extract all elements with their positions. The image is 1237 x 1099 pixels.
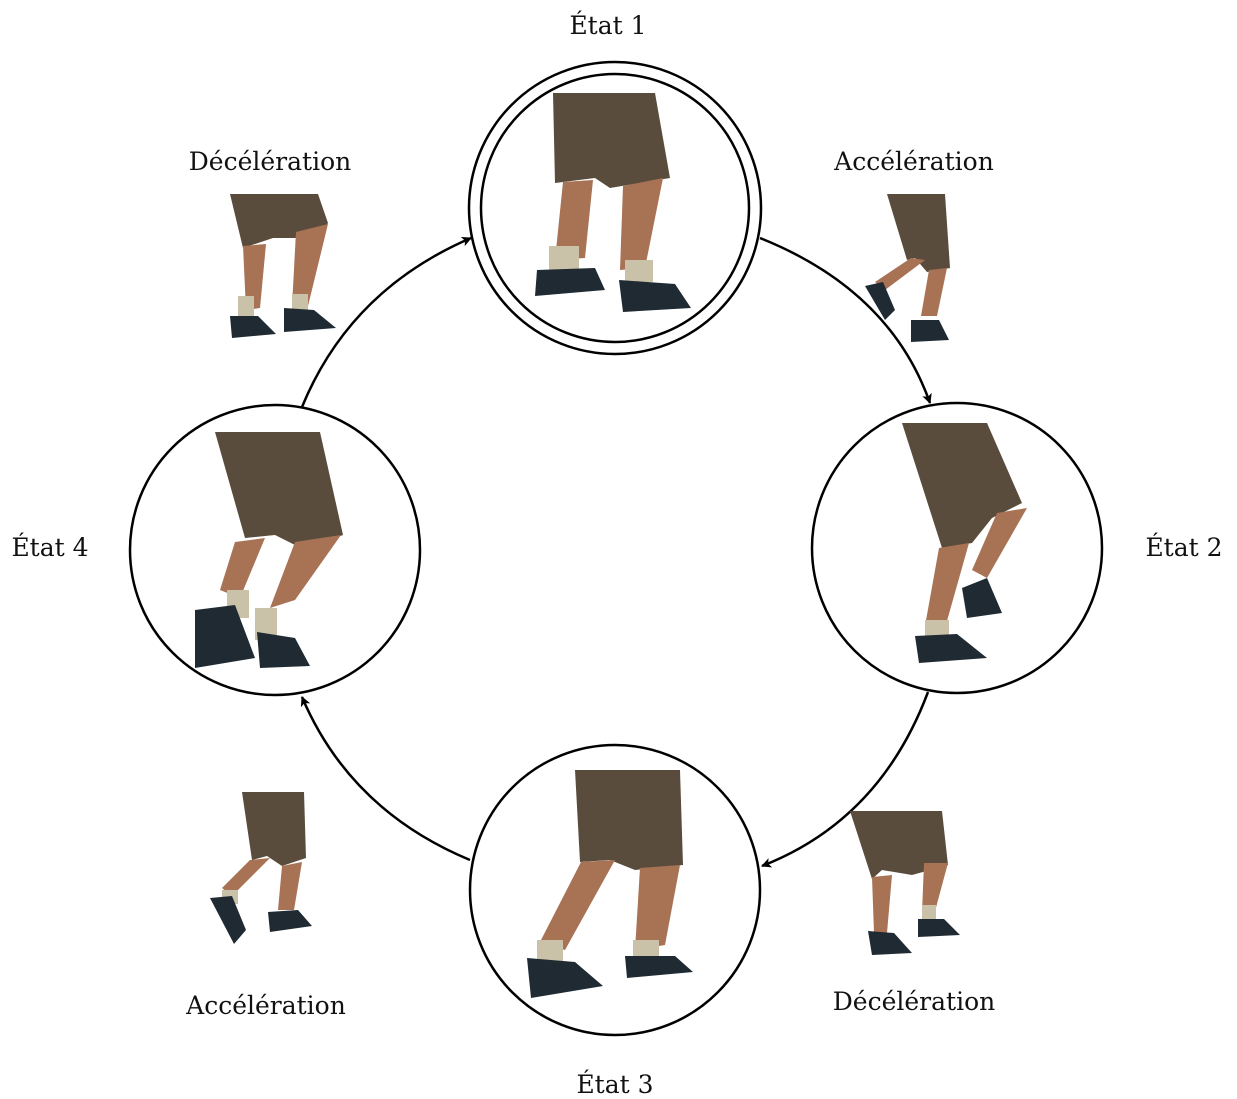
transition-photo-4-to-1: [230, 194, 336, 338]
transition-photo-3-to-4: [210, 792, 312, 944]
state-3-photo: [527, 770, 693, 998]
state-1-photo: [535, 93, 691, 312]
state-label-2: État 2: [1145, 533, 1222, 562]
state-node-1: [469, 62, 761, 354]
state-node-4: [130, 405, 420, 695]
transition-photo-2-to-3: [850, 811, 960, 955]
transition-label-4-to-1: Décélération: [189, 147, 351, 176]
state-2-photo: [902, 423, 1027, 663]
state-node-2: [812, 403, 1102, 693]
transition-label-2-to-3: Décélération: [833, 987, 995, 1016]
transition-arc-3-to-4: [302, 697, 470, 860]
transition-label-1-to-2: Accélération: [833, 147, 994, 176]
state-4-photo: [195, 432, 343, 668]
state-node-3: [470, 745, 760, 1035]
transition-photo-1-to-2: [865, 194, 950, 342]
transition-label-3-to-4: Accélération: [185, 991, 346, 1020]
state-label-4: État 4: [11, 533, 88, 562]
state-label-1: État 1: [569, 11, 646, 40]
state-label-3: État 3: [576, 1070, 653, 1099]
